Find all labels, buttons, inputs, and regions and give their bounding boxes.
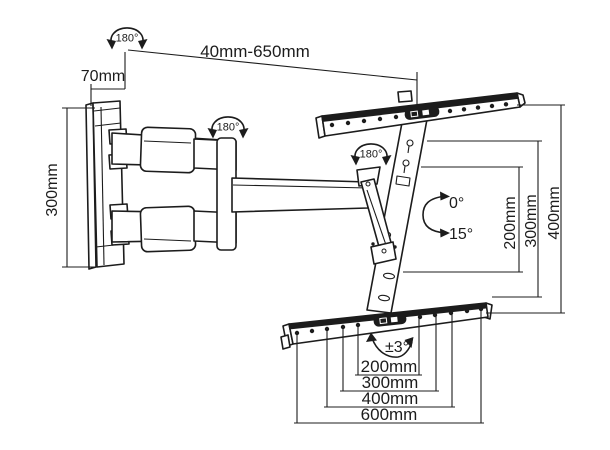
level-annotation: ±3°: [366, 332, 414, 358]
slot-window: [410, 110, 419, 118]
hinge-pin: [365, 181, 371, 187]
vesa-h200-label: 200mm: [361, 357, 418, 376]
upper-arm-sleeve-line: [143, 140, 192, 144]
level-adjust-label: ±3°: [385, 339, 409, 356]
swivel-arm-label: 180°: [217, 122, 240, 134]
rotation-arrow: [207, 128, 217, 139]
plate-square-hole: [395, 175, 411, 187]
rotation-arrow: [382, 155, 392, 166]
bottom-rail-slot: [373, 313, 407, 327]
rail-hole: [503, 102, 509, 107]
lower-arm-sleeve: [139, 205, 197, 253]
wall-plate-edge: [94, 122, 122, 127]
tilt-arrow: [440, 228, 450, 238]
rotation-arrow: [106, 39, 116, 50]
rail-hole: [361, 118, 367, 124]
top-rail-band: [321, 92, 519, 122]
rotation-arrow: [239, 128, 249, 139]
rotation-arrow: [350, 155, 360, 166]
vesa-h300-label: 300mm: [362, 373, 419, 392]
rail-hole: [447, 108, 453, 114]
rail-hole: [377, 116, 383, 122]
tilt-arrow: [440, 191, 450, 201]
slot-window: [379, 317, 388, 325]
dimension-vesa-horizontal: 200mm 300mm 400mm 600mm: [294, 309, 484, 424]
articulating-arms: [111, 126, 369, 253]
slot-window: [422, 109, 430, 116]
vesa-v300-label: 300mm: [523, 194, 540, 247]
rotation-arrow: [138, 39, 148, 50]
level-arrow: [366, 332, 377, 342]
rail-hole: [309, 328, 315, 334]
rail-hole: [475, 105, 481, 110]
tilt-min-label: 0°: [449, 195, 464, 212]
wall-plate: [85, 100, 130, 270]
keyhole-stem: [403, 165, 406, 174]
bottom-rail-left-foot: [280, 334, 291, 350]
rail-hole: [393, 114, 399, 120]
vesa-plate-top-tab: [397, 90, 413, 103]
rail-hole: [461, 107, 467, 112]
dimension-vesa-vertical: 200mm 300mm 400mm: [403, 104, 565, 314]
rail-hole: [345, 120, 351, 126]
dimension-extension-range: 40mm-650mm: [127, 42, 418, 104]
upper-arm-sleeve: [139, 126, 197, 174]
keyhole-slot: [402, 159, 410, 167]
keyhole-stem: [407, 145, 410, 154]
rail-hole: [464, 308, 470, 314]
swivel-annotation-tv: 180°: [350, 143, 392, 166]
swivel-tv-label: 180°: [360, 149, 383, 161]
vesa-v200-label: 200mm: [502, 196, 519, 249]
dimension-wall-depth: 70mm: [81, 52, 126, 106]
tilt-max-label: 15°: [449, 226, 473, 243]
level-arrow: [404, 337, 414, 348]
top-rail-slot: [404, 106, 440, 120]
extension-arm-edge: [232, 184, 369, 189]
vesa-h400-label: 400mm: [362, 389, 419, 408]
wall-plate-edge: [100, 106, 105, 266]
wall-depth-label: 70mm: [81, 68, 125, 85]
dimension-wall-height: 300mm: [44, 107, 97, 268]
swivel-wall-label: 180°: [116, 33, 139, 45]
rail-hole: [489, 103, 495, 109]
vesa-h600-label: 600mm: [361, 405, 418, 424]
wall-height-label: 300mm: [44, 163, 61, 216]
keyhole-slot: [406, 139, 414, 147]
rail-hole: [329, 122, 335, 128]
lower-arm-sleeve-line: [143, 238, 192, 242]
tilt-hinge: [356, 166, 397, 265]
swivel-annotation-arm: 180°: [207, 116, 249, 139]
swivel-annotation-wall: 180°: [106, 27, 148, 50]
plate-oval-slot: [377, 294, 391, 302]
tv-top-rail: [315, 92, 526, 139]
plate-rivet: [371, 242, 375, 246]
extension-arm: [231, 177, 369, 213]
extension-range-label: 40mm-650mm: [200, 42, 310, 61]
hinge-pin: [381, 248, 387, 254]
slot-window: [390, 316, 398, 323]
plate-oval-slot: [382, 272, 396, 280]
wall-plate-edge: [93, 107, 121, 112]
vesa-v400-label: 400mm: [546, 186, 563, 239]
hinge-strut-line: [366, 189, 387, 246]
tilt-annotation: 0° 15°: [422, 191, 473, 243]
